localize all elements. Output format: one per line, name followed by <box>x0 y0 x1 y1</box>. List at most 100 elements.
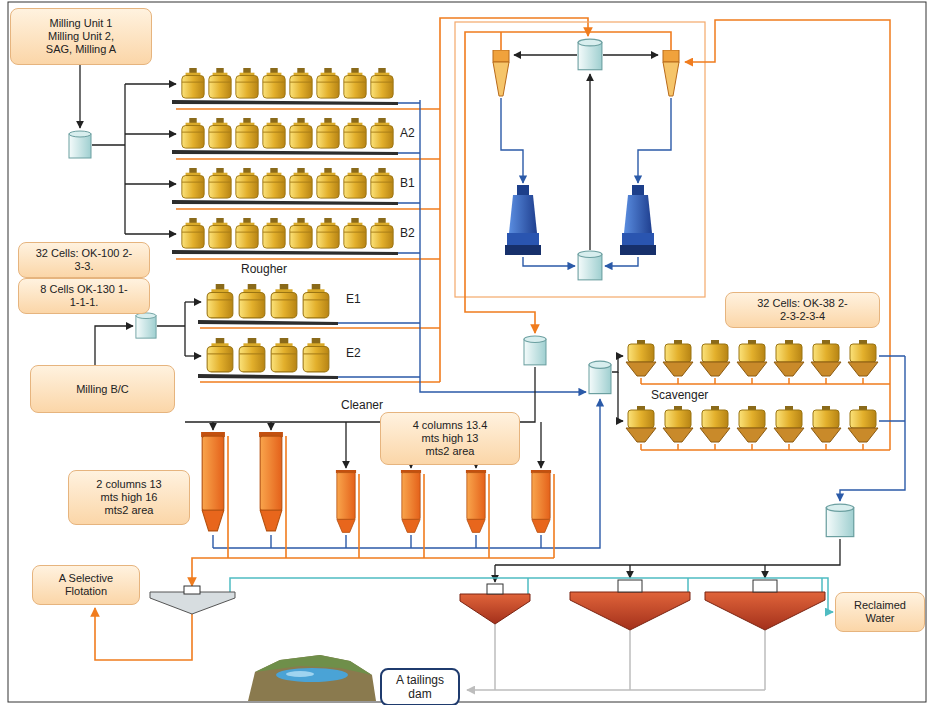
regrind-mill <box>505 185 541 255</box>
flotation-cell <box>290 218 312 248</box>
distributor-tank <box>69 131 91 158</box>
concentrate-line <box>200 381 440 383</box>
launder <box>198 320 338 325</box>
flotation-cell <box>344 118 366 148</box>
label-text: Rougher <box>241 262 287 276</box>
equipment-note: 32 Cells: OK-100 2-3-3. <box>18 242 150 278</box>
concentrate-line <box>176 108 440 110</box>
flotation-cell <box>774 340 804 376</box>
label-text: A2 <box>400 126 415 140</box>
equipment-note: 32 Cells: OK-38 2-2-3-2-3-4 <box>725 292 880 328</box>
feed-line <box>95 326 133 365</box>
feed-line <box>212 422 213 430</box>
regrind-line <box>603 54 658 55</box>
concentrate-line <box>176 208 440 210</box>
concentrate-line <box>440 18 588 382</box>
section-label: Rougher <box>240 262 288 276</box>
flotation-cell <box>663 340 693 376</box>
flotation-column <box>466 470 486 532</box>
flotation-cell <box>182 118 204 148</box>
frame <box>8 2 926 702</box>
label-text: Scavenger <box>651 388 708 402</box>
feed-source-box: Milling Unit 1 Milling Unit 2, SAG, Mill… <box>10 8 152 65</box>
pump-box <box>578 39 602 70</box>
node-text: 8 Cells OK-130 1-1-1-1. <box>39 283 129 309</box>
node-text: 2 columns 13 mts high 16 mts2 area <box>89 478 169 517</box>
concentrate-line <box>192 558 554 586</box>
feed-line <box>185 355 201 356</box>
underflow-lines <box>467 624 765 690</box>
flotation-cell <box>848 340 878 376</box>
feed-well <box>184 586 200 594</box>
flotation-cell <box>263 168 285 198</box>
flotation-cell <box>371 68 393 98</box>
concentrate-line <box>95 608 192 660</box>
label-text: Cleaner <box>341 398 383 412</box>
destination-box: A tailings dam <box>380 668 460 705</box>
flotation-cell <box>344 218 366 248</box>
feed-line <box>270 422 271 430</box>
flotation-cell <box>236 118 258 148</box>
flotation-cell <box>290 118 312 148</box>
flotation-cell <box>263 68 285 98</box>
concentrate-lines <box>176 18 588 382</box>
flotation-column <box>259 432 283 531</box>
flotation-column <box>201 432 225 531</box>
launder <box>172 100 398 105</box>
feed-line <box>125 133 176 134</box>
feed-line <box>495 539 840 565</box>
regrind-product <box>465 32 671 333</box>
tailings-line <box>338 103 420 377</box>
concentrate-line <box>641 378 890 384</box>
launder <box>172 250 398 255</box>
node-text: 32 Cells: OK-38 2-2-3-2-3-4 <box>753 297 853 323</box>
bank-label: B2 <box>399 226 416 240</box>
scavenger-tails <box>840 356 905 501</box>
feed-line <box>157 302 185 356</box>
flotation-column <box>401 470 421 532</box>
tailings-line <box>420 100 586 392</box>
flotation-cell <box>290 68 312 98</box>
conditioner-tank <box>524 336 546 365</box>
flotation-cell <box>271 284 297 318</box>
node-text: 4 columns 13.4 mts high 13 mts2 area <box>410 419 490 458</box>
scavenger-feed <box>612 356 623 421</box>
feed-line <box>629 565 630 578</box>
flotation-cell <box>663 406 693 442</box>
equipment-note: 2 columns 13 mts high 16 mts2 area <box>68 470 190 525</box>
tailings-line <box>213 399 600 548</box>
cyclone <box>493 50 509 96</box>
flotation-cell <box>371 168 393 198</box>
tailings-thickener <box>570 592 690 630</box>
regrind-line <box>514 54 577 55</box>
flotation-cell <box>737 340 767 376</box>
equipment-note: 8 Cells OK-130 1-1-1-1. <box>18 278 150 314</box>
launders <box>172 100 398 379</box>
node-text: A Selective Flotation <box>51 572 121 598</box>
bank-label: B1 <box>399 176 416 190</box>
label-text: B2 <box>400 226 415 240</box>
node-text: Milling B/C <box>76 383 129 396</box>
feed-line <box>125 83 176 84</box>
tailings-thickener <box>705 592 825 630</box>
feed-line <box>185 301 201 302</box>
scavenger-cells <box>626 340 878 442</box>
dam-earth <box>248 655 376 701</box>
underflow-line <box>495 624 765 690</box>
scavenger-concentrate <box>641 20 890 450</box>
flotation-cell <box>303 284 329 318</box>
flotation-cell <box>263 118 285 148</box>
underflow-line <box>467 689 765 691</box>
concentrate-line <box>641 444 890 450</box>
feed-well <box>753 580 777 592</box>
regrind-line <box>638 98 671 183</box>
launder <box>172 150 398 155</box>
tailings-tank <box>826 504 854 536</box>
tailings-thickener <box>460 594 530 624</box>
regrind-line <box>501 98 523 183</box>
flotation-cell <box>271 338 297 372</box>
regrind-frame <box>455 22 705 297</box>
concentrate-line <box>685 20 890 450</box>
